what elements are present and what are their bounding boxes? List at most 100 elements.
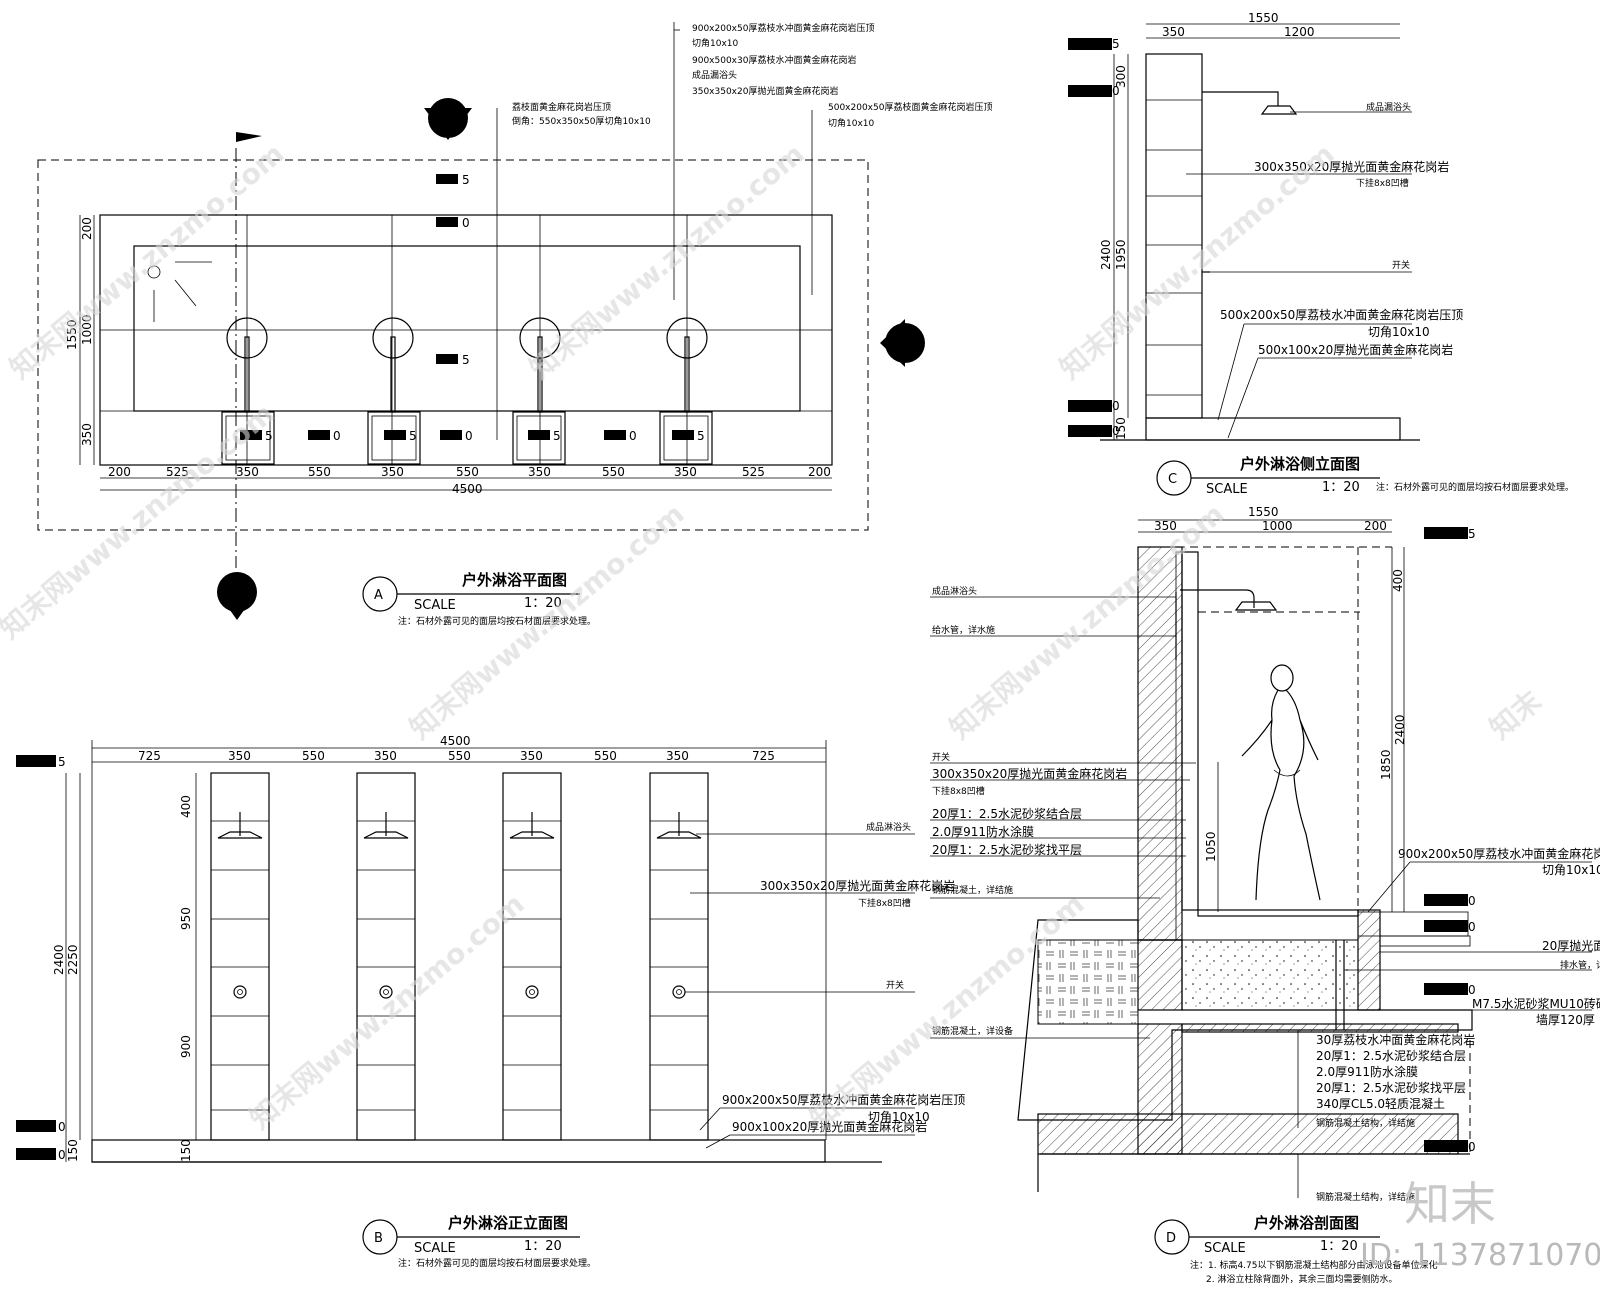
section-callout-right-4: 排水管，详水施 <box>1560 959 1600 971</box>
section-marker-top <box>424 98 472 140</box>
front-callout-6: 切角10x10 <box>868 1110 930 1124</box>
section-note-2: 2. 淋浴立柱除背面外，其余三面均需要侧防水。 <box>1206 1273 1397 1285</box>
svg-text:5: 5 <box>553 429 561 443</box>
plan-drain-arrows <box>147 261 212 322</box>
plan-dim-10: 525 <box>742 465 765 479</box>
side-letter: C <box>1168 472 1177 487</box>
section-callout-left-7: 2.0厚911防水涂膜 <box>932 824 1034 839</box>
front-callout-2: 300x350x20厚抛光面黄金麻花岗岩 <box>760 878 955 893</box>
section-scale: 1：20 <box>1320 1239 1358 1254</box>
plan-callout-4: 成品漏浴头 <box>692 69 737 81</box>
side-scale-label: SCALE <box>1206 482 1248 497</box>
plan-dim-11: 200 <box>808 465 831 479</box>
front-dim-left-1: 400 <box>179 795 193 818</box>
plan-column-bases <box>221 411 713 465</box>
side-dimensions: 1550 350 1200 300 2400 1950 150 <box>1099 11 1400 440</box>
front-scale: 1：20 <box>524 1239 562 1254</box>
section-callouts-left: 成品淋浴头 给水管，详水施 开关 300x350x20厚抛光面黄金麻花岗岩 下挂… <box>930 585 1196 1039</box>
front-dim-left-3: 900 <box>179 1035 193 1058</box>
section-note-1: 注：1. 标高4.75以下钢筋混凝土结构部分由泳池设备单位深化 <box>1190 1259 1438 1271</box>
plan-callouts: 900x200x50厚荔枝水冲面黄金麻花岗岩压顶 切角10x10 900x500… <box>496 22 992 440</box>
plan-view: 900x200x50厚荔枝水冲面黄金麻花岗岩压顶 切角10x10 900x500… <box>37 22 992 627</box>
section-letter: D <box>1166 1231 1176 1246</box>
section-callout-left-9: 钢筋混凝土，详结施 <box>932 884 1013 896</box>
svg-text:5: 5 <box>1112 37 1120 51</box>
side-callout-1: 成品漏浴头 <box>1366 101 1411 113</box>
side-dim-1: 350 <box>1162 25 1185 39</box>
section-callout-bottom-3: 2.0厚911防水涂膜 <box>1316 1064 1418 1079</box>
svg-text:0: 0 <box>333 429 341 443</box>
section-callout-right-3: 20厚抛光面黄金麻花岗岩 <box>1542 938 1600 953</box>
front-dim-left-2: 950 <box>179 907 193 930</box>
front-dim-6: 350 <box>520 749 543 763</box>
section-callout-bottom-1: 30厚荔枝水冲面黄金麻花岗岩 <box>1316 1032 1475 1047</box>
section-callout-left-6: 20厚1：2.5水泥砂浆结合层 <box>932 806 1082 821</box>
plan-paver-grid <box>246 215 688 465</box>
section-title-block: D 户外淋浴剖面图 SCALE 1：20 注：1. 标高4.75以下钢筋混凝土结… <box>1154 1214 1438 1285</box>
front-dim-9: 725 <box>752 749 775 763</box>
svg-text:0: 0 <box>1468 1140 1476 1154</box>
svg-text:0: 0 <box>58 1120 66 1134</box>
plan-title: 户外淋浴平面图 <box>462 571 567 589</box>
side-callout-2: 300x350x20厚抛光面黄金麻花岗岩 <box>1254 159 1449 174</box>
plan-dim-5: 350 <box>381 465 404 479</box>
front-dim-left-5: 2400 <box>52 944 66 975</box>
section-callout-left-2: 给水管，详水施 <box>932 624 995 636</box>
section-callout-left-5: 下挂8x8凹槽 <box>932 785 985 797</box>
plan-scale: 1：20 <box>524 596 562 611</box>
section-marker-right <box>880 319 925 367</box>
front-dim-5: 550 <box>448 749 471 763</box>
side-title-block: C 户外淋浴侧立面图 SCALE 1：20 注：石材外露可见的面层均按石材面层要… <box>1156 455 1574 497</box>
section-dim-right-3: 2400 <box>1393 714 1407 745</box>
watermark-7: 知末网www.znzmo.com <box>243 887 530 1135</box>
side-elevation: 1550 350 1200 300 2400 1950 150 5 0 0 0 … <box>1068 11 1574 497</box>
svg-text:5: 5 <box>1468 527 1476 541</box>
plan-dim-6: 550 <box>456 465 479 479</box>
shower-head-3 <box>519 317 561 359</box>
plan-dim-1: 200 <box>108 465 131 479</box>
front-dim-7: 550 <box>594 749 617 763</box>
plan-dim-left-2: 1550 <box>65 319 79 350</box>
plan-callout-8: 500x200x50厚荔枝面黄金麻花岗岩压顶 <box>828 101 992 113</box>
section-dim-2: 1000 <box>1262 519 1293 533</box>
plan-dim-9: 350 <box>674 465 697 479</box>
front-callout-7: 900x100x20厚抛光面黄金麻花岗岩 <box>732 1119 927 1134</box>
front-callout-3: 下挂8x8凹槽 <box>858 897 911 909</box>
plan-letter: A <box>374 588 383 603</box>
side-shower-pipe <box>1202 91 1298 115</box>
plan-dim-7: 350 <box>528 465 551 479</box>
front-dim-left-6: 2250 <box>66 944 80 975</box>
svg-text:5: 5 <box>462 173 470 187</box>
section-callout-bottom-5: 340厚CL5.0轻质混凝土 <box>1316 1096 1445 1111</box>
plan-dim-4: 550 <box>308 465 331 479</box>
section-dim-left: 1050 <box>1204 831 1218 862</box>
plan-callout-1: 900x200x50厚荔枝水冲面黄金麻花岗岩压顶 <box>692 22 874 34</box>
front-dim-2: 350 <box>228 749 251 763</box>
side-note: 注：石材外露可见的面层均按石材面层要求处理。 <box>1376 481 1574 493</box>
side-dim-left-3: 1950 <box>1114 239 1128 270</box>
svg-text:5: 5 <box>409 429 417 443</box>
svg-text:0: 0 <box>58 1148 66 1162</box>
svg-text:0: 0 <box>1468 983 1476 997</box>
side-dim-left-1: 300 <box>1114 65 1128 88</box>
svg-text:0: 0 <box>629 429 637 443</box>
front-switches <box>233 985 686 999</box>
plan-dim-total: 4500 <box>452 482 483 496</box>
section-callout-right-5: M7.5水泥砂浆MU10砖砌筑 <box>1472 996 1600 1011</box>
section-callout-right-6: 墙厚120厚 <box>1536 1013 1595 1027</box>
plan-title-block: A 户外淋浴平面图 SCALE 1：20 注：石材外露可见的面层均按石材面层要求… <box>362 571 596 627</box>
plan-dim-left-3: 1000 <box>80 314 94 345</box>
plan-dim-left-1: 200 <box>80 217 94 240</box>
section-callout-left-3: 开关 <box>932 751 950 763</box>
front-dim-left-7: 150 <box>66 1139 80 1162</box>
section-callout-bottom-2: 20厚1：2.5水泥砂浆结合层 <box>1316 1048 1466 1063</box>
front-callout-1: 成品淋浴头 <box>866 821 911 833</box>
side-callout-5: 500x200x50厚荔枝水冲面黄金麻花岗岩压顶 <box>1220 307 1463 322</box>
side-callout-4: 开关 <box>1392 259 1410 271</box>
plan-callout-9: 切角10x10 <box>828 117 875 129</box>
plan-callout-2: 切角10x10 <box>692 37 739 49</box>
section-callout-bottom-6: 钢筋混凝土结构，详结施 <box>1316 1117 1415 1129</box>
section-callout-left-4: 300x350x20厚抛光面黄金麻花岗岩 <box>932 766 1127 781</box>
section-callout-left-1: 成品淋浴头 <box>932 585 977 597</box>
svg-text:5: 5 <box>697 429 705 443</box>
